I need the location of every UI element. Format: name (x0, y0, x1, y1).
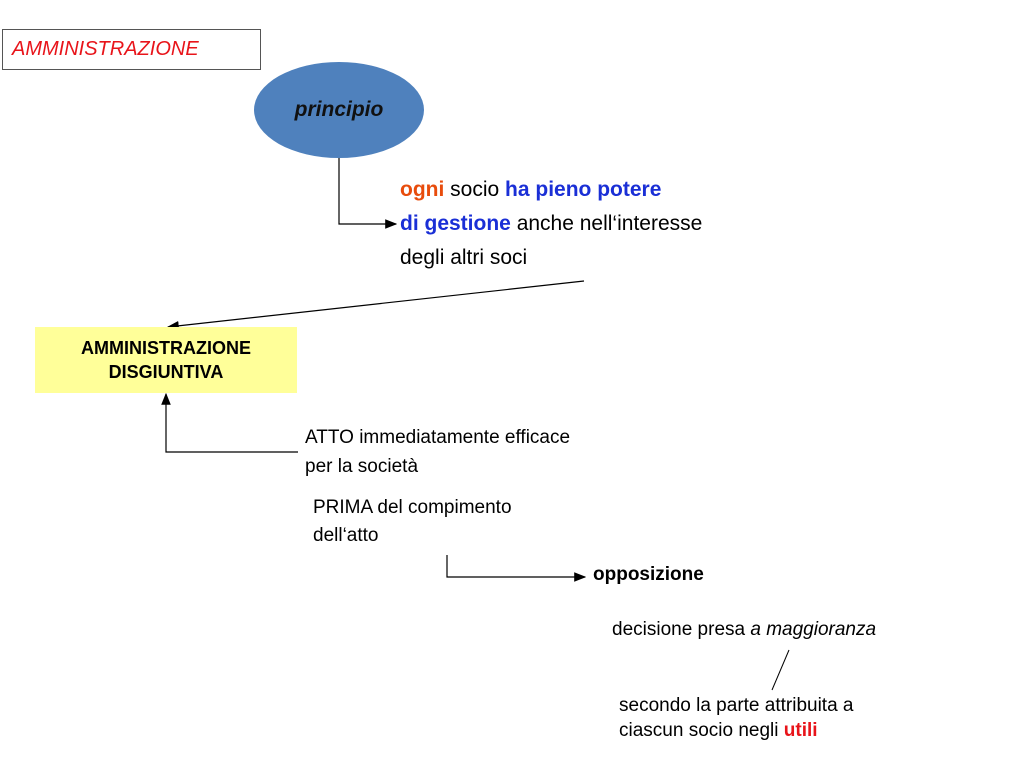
atto-arrow (161, 392, 298, 453)
atto-line1: ATTO immediatamente efficace (305, 427, 571, 448)
principle-interest: anche nell‘interesse (510, 212, 703, 235)
principle-arrow (338, 158, 398, 229)
principle-full-power: ha pieno potere (505, 178, 662, 201)
atto-text: ATTO immediatamente efficace per la soci… (305, 423, 570, 481)
title-text: AMMINISTRAZIONE (12, 38, 199, 60)
according-line2: ciascun socio negli (619, 720, 784, 741)
according-text: secondo la parte attribuita a ciascun so… (619, 693, 854, 743)
disjoint-administration-box: AMMINISTRAZIONE DISGIUNTIVA (35, 327, 297, 393)
decision-connector (771, 649, 790, 691)
principle-management: di gestione (400, 212, 511, 235)
prima-text: PRIMA del compimento dell‘atto (313, 494, 512, 550)
prima-line1: PRIMA del compimento (313, 497, 512, 518)
title-box: AMMINISTRAZIONE (2, 29, 261, 70)
prima-line2: dell‘atto (313, 525, 379, 546)
disjoint-line2: DISGIUNTIVA (108, 362, 224, 382)
decision-text: decisione presa a maggioranza (612, 619, 876, 641)
opposition-label: opposizione (593, 564, 704, 585)
principle-word-ogni: ogni (400, 178, 445, 201)
principle-label: principio (294, 98, 384, 121)
principle-others: degli altri soci (400, 246, 528, 269)
principle-ellipse: principio (254, 62, 424, 158)
principle-word-socio: socio (444, 178, 506, 201)
opposition-arrow (446, 555, 587, 582)
disjoint-line1: AMMINISTRAZIONE (81, 338, 251, 358)
principle-text: ogni socio ha pieno potere di gestione a… (400, 173, 702, 275)
according-line1: secondo la parte attribuita a (619, 695, 854, 716)
atto-line2: per la società (305, 456, 419, 477)
decision-majority: a maggioranza (750, 619, 877, 640)
to-box-arrow (166, 280, 585, 331)
according-profits: utili (783, 720, 818, 741)
decision-plain: decisione presa (612, 619, 751, 640)
